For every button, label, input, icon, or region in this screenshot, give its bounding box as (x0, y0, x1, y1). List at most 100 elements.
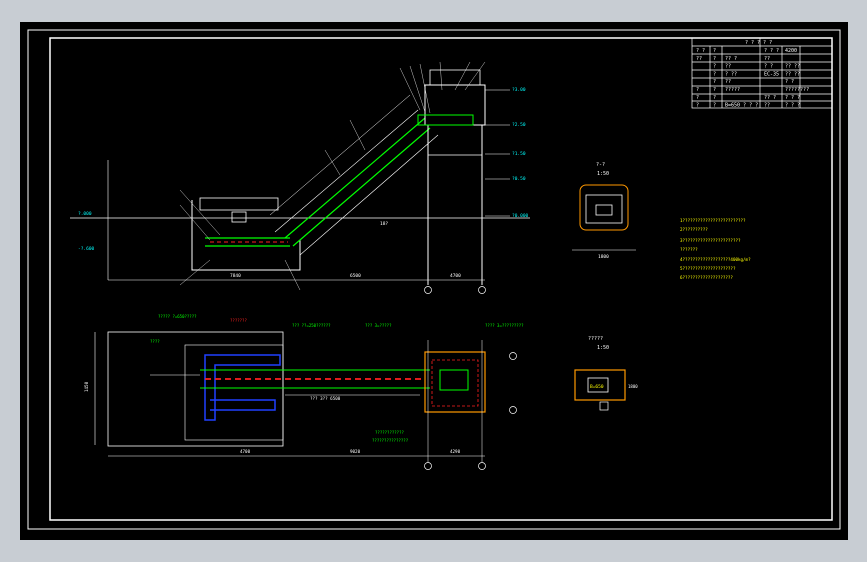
plan-mid-label: ??? 3?? 6500 (310, 396, 341, 401)
elev-dim-3: 4700 (450, 273, 461, 279)
elevation-dimensions: 7840 6500 4700 18? (230, 221, 461, 279)
level-3: ?1.50 (512, 151, 526, 157)
plan-label-1: ????? ?=650????? (158, 314, 197, 319)
section-b-belt (587, 377, 609, 393)
title-block-cell: ? ? ? (764, 48, 779, 54)
title-block-cell: ?? ?? (785, 71, 800, 77)
title-block-cell: ?? (764, 103, 770, 109)
title-block-cell: ? (713, 64, 716, 70)
section-a-scale: 1:50 (597, 171, 609, 177)
plan-label-4: ??? ??=250?????? (292, 323, 331, 328)
note-1: 1????????????????????????? (680, 218, 746, 223)
axis-mark-a (424, 286, 432, 294)
plan-axis-mark-b (478, 462, 486, 470)
section-b-title: ????? (588, 336, 603, 342)
incline-conveyor-lower (292, 127, 431, 247)
incline-gallery-top (274, 109, 419, 233)
title-block-cell: ?? ? (764, 95, 776, 101)
level-leaders (485, 89, 510, 217)
note-6: 5????????????????????? (680, 266, 736, 271)
title-block-cell: ? (696, 103, 699, 109)
note-7: 6???????????????????? (680, 275, 733, 280)
title-block-cell: ?? ?? (785, 64, 800, 70)
title-block-cell: EC-35 (764, 71, 779, 77)
elevation-view: ?3.00 ?2.50 ?1.50 ?0.50 ?0.000 ?.000 -?.… (70, 61, 530, 294)
title-block-cell: ????? (725, 87, 740, 93)
section-b-outline (574, 369, 626, 401)
plan-pit-inner (184, 344, 284, 441)
section-a-view: ?-? 1:50 1800 (572, 162, 636, 260)
title-block-header: ? ? ? ? ? (745, 40, 772, 46)
incline-gallery-bottom (299, 134, 439, 256)
level-4: ?0.50 (512, 176, 526, 182)
elev-dim-2: 6500 (350, 273, 361, 279)
plan-axis-mark-a (424, 462, 432, 470)
viewport-background (20, 22, 848, 540)
plan-feeder-blue (204, 354, 281, 421)
technical-notes: 1????????????????????????? 2?????????? 3… (680, 218, 751, 280)
drawing-frame (49, 37, 833, 521)
slope-label: 18? (380, 221, 388, 227)
title-block-cell: ? ?? (725, 71, 737, 77)
section-a-belt (595, 204, 613, 216)
plan-label-6: ???? 3=????????? (485, 323, 524, 328)
section-b-dim: 1800 (628, 384, 638, 389)
section-b-support (599, 401, 609, 411)
plan-head-house (424, 351, 486, 413)
note-2: 2?????????? (680, 227, 708, 232)
plan-axis-mark-1 (509, 352, 517, 360)
title-block-cell: ? (713, 103, 716, 109)
plan-label-5: ??? 3=????? (365, 323, 392, 328)
plan-label-2: ??????? (230, 318, 247, 323)
head-drive (417, 114, 474, 126)
title-block-cell: 4200 (785, 48, 797, 54)
title-block-cell: ?? (725, 64, 731, 70)
outer-border (27, 29, 841, 530)
title-block-cell: ? ? (696, 48, 705, 54)
incline-roof (269, 94, 411, 216)
title-block-cell: ? (713, 87, 716, 93)
level-2: ?2.50 (512, 122, 526, 128)
plan-head-inner (431, 359, 479, 407)
note-4: ??????? (680, 247, 698, 252)
plan-label-bottom-1: ???????????? (375, 430, 404, 435)
title-block-cell: ? ? ? (785, 95, 800, 101)
section-b-view: ????? 1:50 B=650 1800 (574, 336, 638, 411)
section-a-dim: 1800 (598, 254, 609, 260)
note-5: 4???????????????????400kg/m? (680, 257, 751, 262)
title-block-cell: ???????? (785, 87, 809, 93)
section-a-gallery (579, 184, 629, 231)
title-block-cell: ?? (725, 79, 731, 85)
plan-dim-1: 4700 (240, 449, 251, 454)
title-block-cell: ? (713, 79, 716, 85)
plan-dim-2: 9020 (350, 449, 361, 454)
plan-label-3: ???? (150, 339, 160, 344)
plan-axis-mark-2 (509, 406, 517, 414)
title-block-cell: ? ? ? (785, 103, 800, 109)
title-block-cell: ?? (696, 56, 702, 62)
title-block-cell: ? (713, 71, 716, 77)
plan-callouts-top: ????? ?=650????? ??????? ???? ??? ??=250… (150, 314, 524, 344)
axis-mark-b (478, 286, 486, 294)
section-b-text: B=650 (590, 384, 604, 390)
title-block-cell: ? (696, 95, 699, 101)
section-a-frame (585, 194, 623, 224)
title-block-cell: ?? (764, 56, 770, 62)
plan-view: ????? ?=650????? ??????? ???? ??? ??=250… (84, 314, 524, 470)
title-block-text: ? ? ? ? ? ? ??? ? ?4200????? ??????? ???… (696, 40, 809, 109)
title-block-cell: ? (713, 48, 716, 54)
callout-leaders (179, 61, 486, 291)
title-block-cell: ? ? (785, 79, 794, 85)
plan-callouts-bottom: ???????????? ??????????????? (372, 430, 409, 443)
elev-dim-1: 7840 (230, 273, 241, 279)
hopper-body (231, 211, 247, 223)
title-block-cell: ? (713, 56, 716, 62)
plan-dim-4: 1450 (84, 381, 89, 392)
hopper-top (199, 197, 279, 211)
title-block (691, 37, 833, 109)
left-level-2: -?.600 (78, 246, 95, 252)
title-block-cell: ? ? (764, 64, 773, 70)
title-block-cell: ? (696, 87, 699, 93)
title-block-cell: ? (713, 95, 716, 101)
